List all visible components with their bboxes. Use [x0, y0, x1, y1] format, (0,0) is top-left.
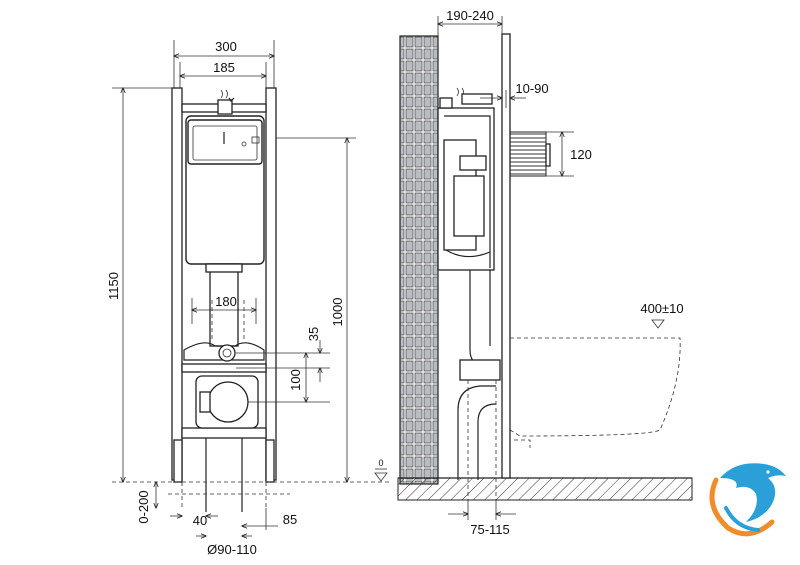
dolphin-logo: [709, 463, 786, 537]
side-inlet: [439, 87, 493, 109]
dim-bolt-height: 120: [570, 147, 592, 162]
floor-slab: [397, 477, 693, 501]
frame-leg-left: [173, 439, 183, 483]
logo-blue-dolphin: [720, 463, 786, 522]
dim-inlet-offset: 10-90: [515, 81, 548, 96]
dim-width-inner: 185: [213, 60, 235, 75]
dim-width-outer: 300: [215, 39, 237, 54]
mounting-bolt: [509, 131, 547, 177]
drain-outlet: [207, 381, 249, 423]
level-marker-floor: [374, 472, 388, 482]
front-view: 300 185 1150 1000 180 35 100 0-200 40 85: [106, 39, 392, 557]
dim-drain-diameter: Ø90-110: [207, 542, 257, 557]
level-marker-bowl: [651, 319, 665, 329]
frame-post-right: [265, 87, 277, 481]
dim-height-frame: 1000: [330, 298, 345, 327]
dim-depth: 190-240: [446, 8, 494, 23]
dim-height-total: 1150: [106, 272, 121, 300]
dim-adjust-bottom: 0-200: [136, 490, 151, 523]
water-inlet: [217, 89, 235, 115]
flush-plate: [187, 119, 263, 165]
flush-bend: [183, 342, 265, 361]
cover-panel: [501, 33, 511, 479]
frame-crossbar-bottom: [181, 427, 267, 439]
frame-leg-right: [265, 439, 275, 483]
dim-offset-mid: 100: [288, 369, 303, 391]
frame-post-left: [171, 87, 183, 481]
side-drain-bend: [457, 385, 496, 480]
side-view: 190-240 10-90 120 400±10 0 75-115: [374, 8, 693, 537]
wall-hung-bowl: [509, 337, 681, 437]
floor-level-label: 0: [378, 458, 383, 468]
dim-leg-left: 40: [193, 513, 207, 528]
dim-offset-small: 35: [306, 327, 321, 341]
flush-pipe: [209, 263, 239, 347]
dim-pipe-spacing: 180: [215, 294, 237, 309]
dim-leg-right: 85: [283, 512, 297, 527]
dim-bowl-height: 400±10: [640, 301, 683, 316]
brick-wall: [399, 35, 439, 485]
dim-floor-offset: 75-115: [470, 522, 510, 537]
